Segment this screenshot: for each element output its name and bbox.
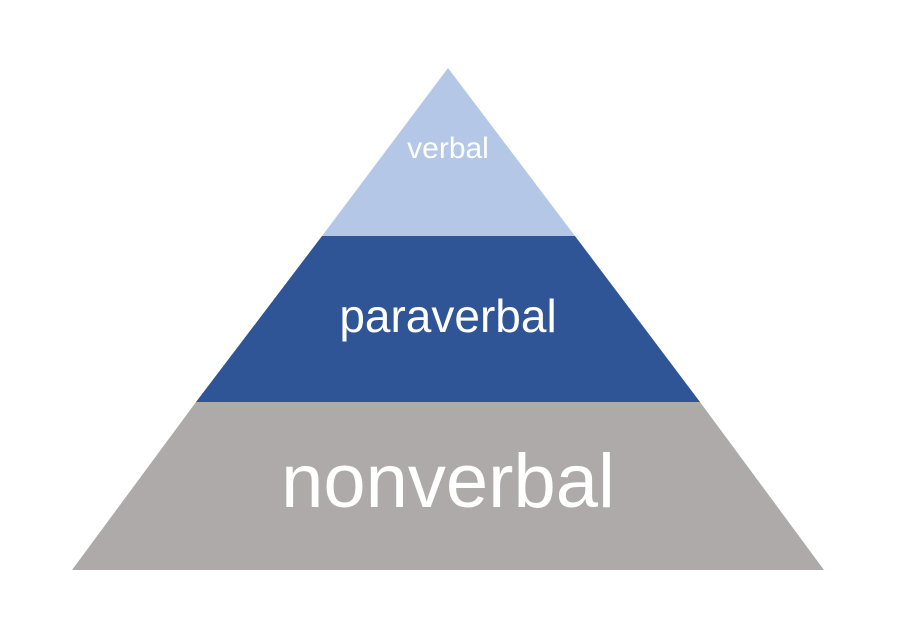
pyramid-label-middle: paraverbal xyxy=(339,290,556,342)
pyramid-label-top: verbal xyxy=(407,132,489,165)
pyramid-level-top xyxy=(322,68,575,236)
pyramid-level-bottom xyxy=(72,402,824,570)
pyramid-level-middle xyxy=(196,236,700,402)
pyramid-label-bottom: nonverbal xyxy=(281,439,615,524)
